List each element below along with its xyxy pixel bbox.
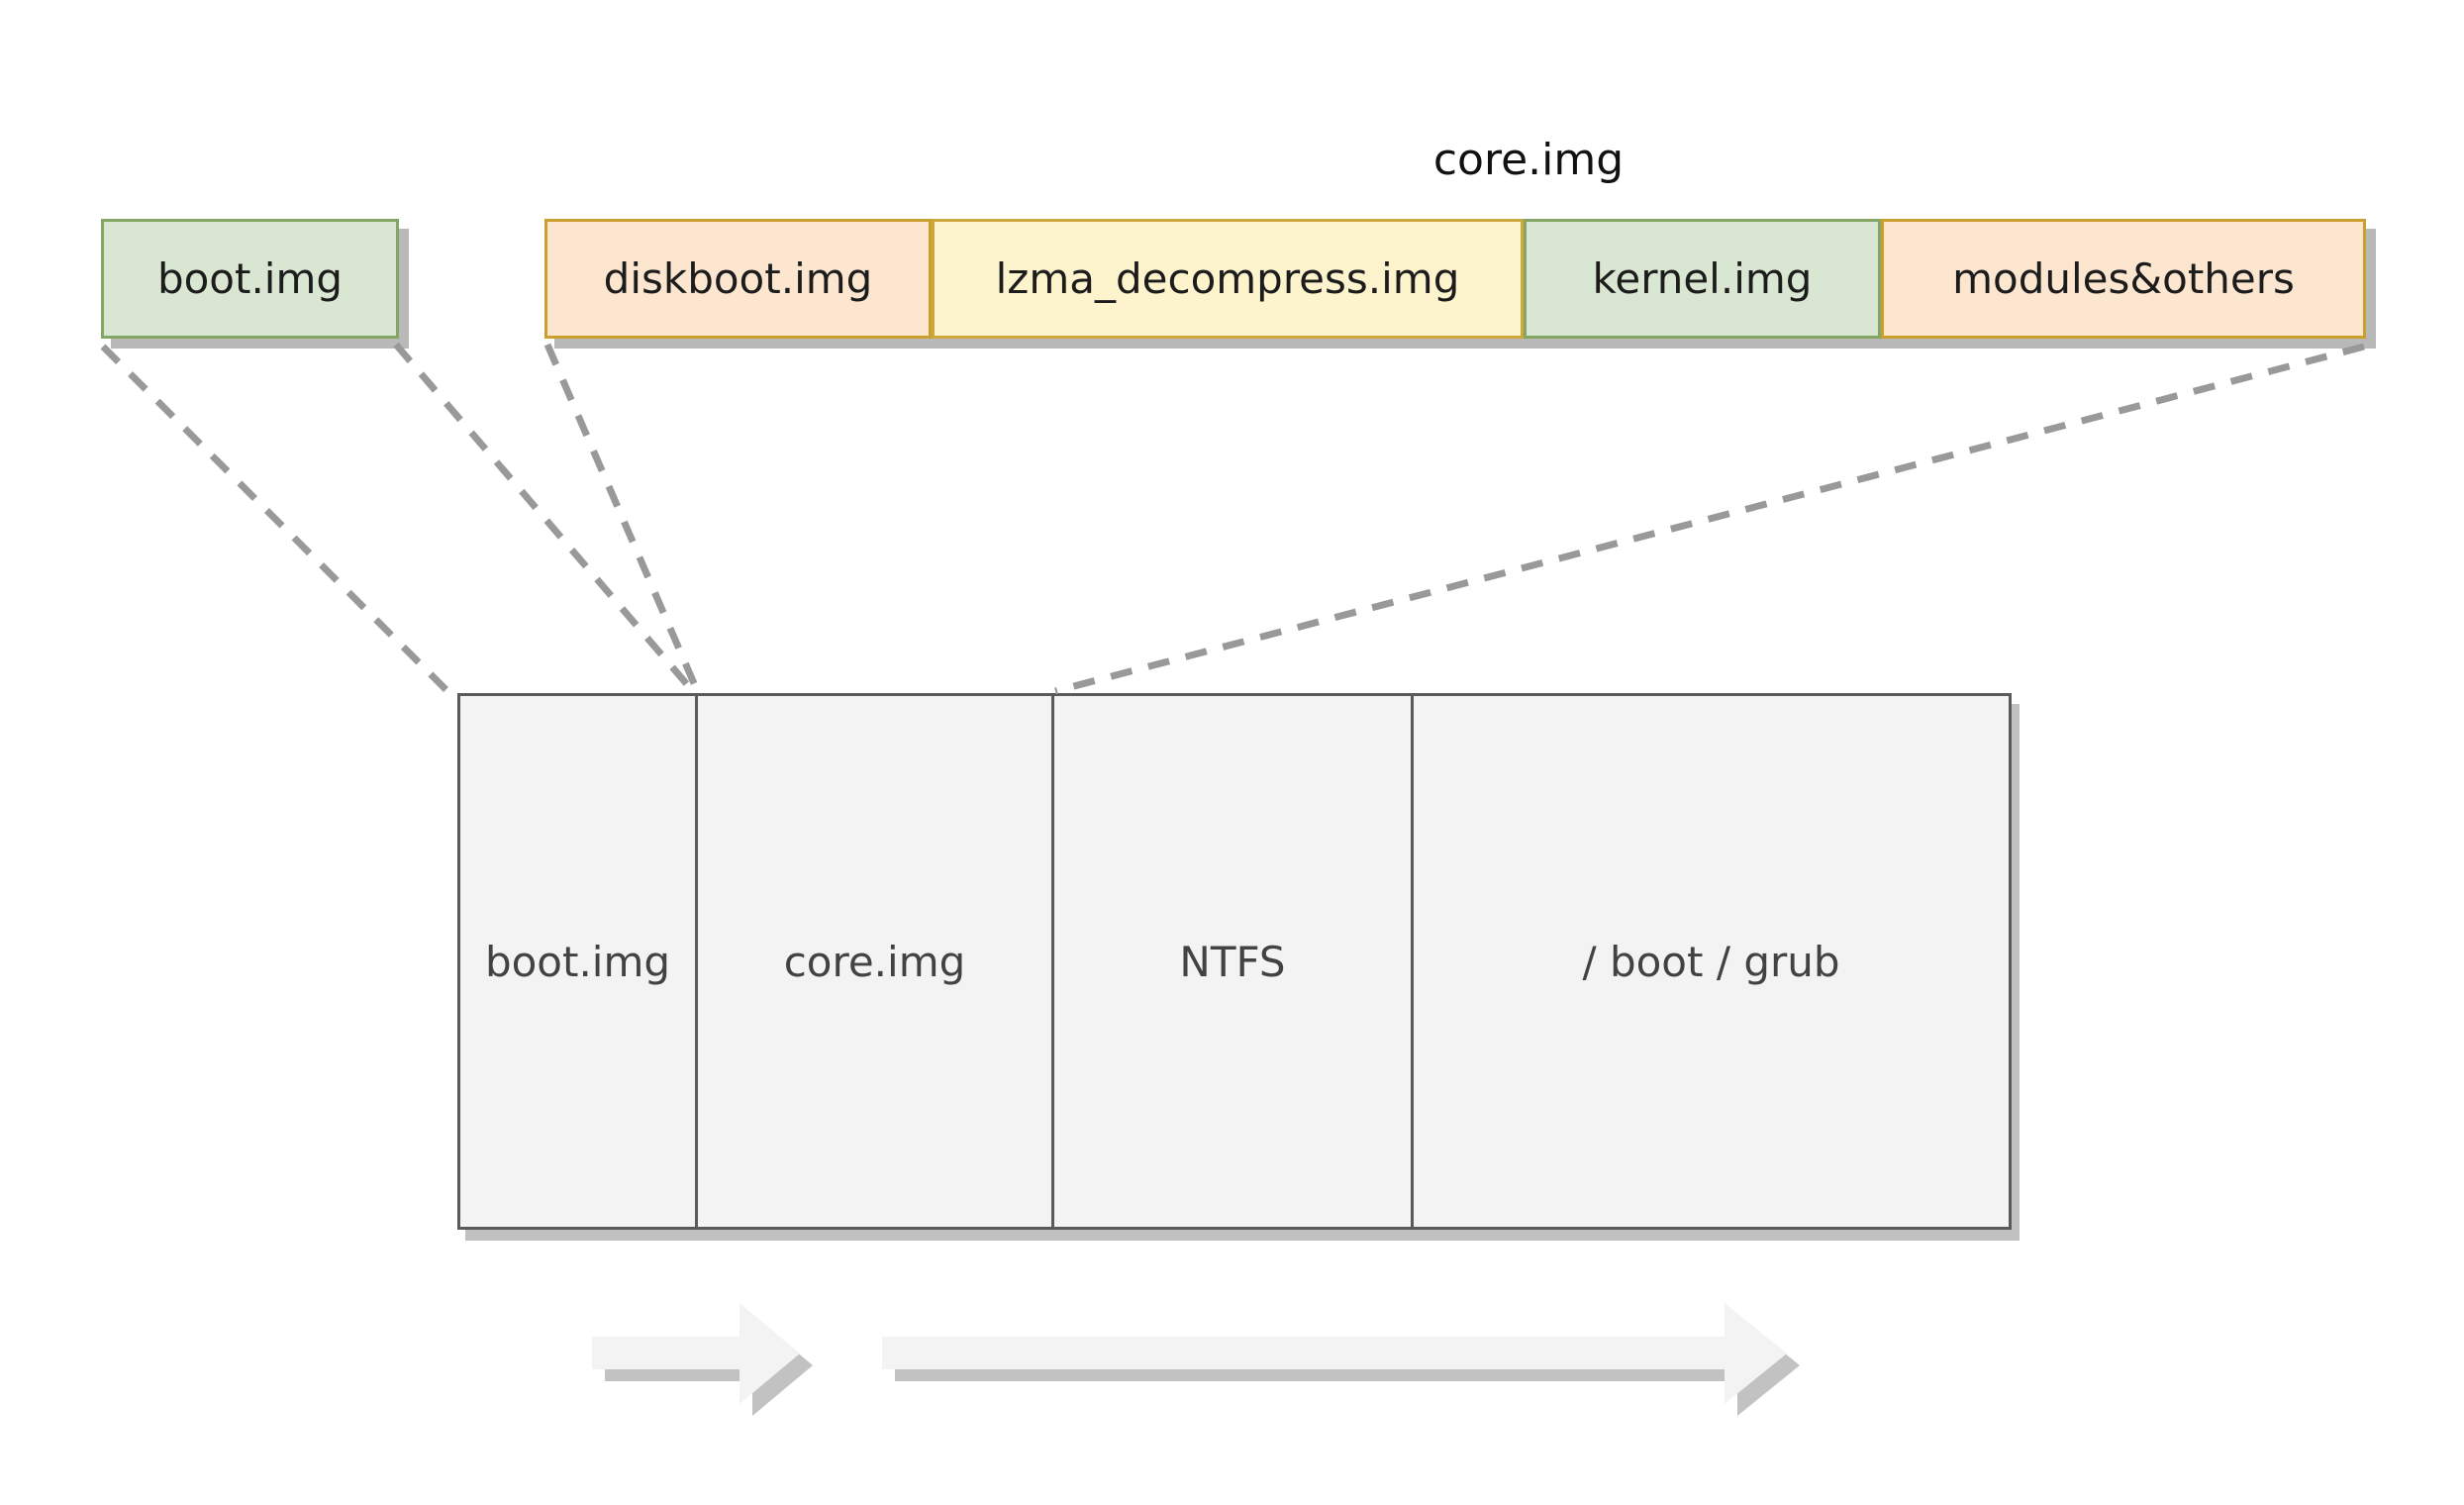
long-right-arrow-icon: [882, 1303, 1787, 1404]
disk-layout: boot.img core.img NTFS / boot / grub: [457, 693, 2012, 1230]
segment-diskboot-img-label: diskboot.img: [603, 254, 873, 303]
core-img-label: core.img: [1432, 135, 1625, 185]
long-right-arrow-shadow: [895, 1315, 1800, 1416]
disk-section-boot-img: boot.img: [460, 696, 695, 1227]
disk-section-ntfs-label: NTFS: [1179, 937, 1286, 986]
disk-section-core-img: core.img: [695, 696, 1051, 1227]
boot-img-box-label: boot.img: [156, 254, 344, 303]
disk-section-boot-grub-label: / boot / grub: [1582, 937, 1840, 986]
connector-core-right-line: [1054, 343, 2365, 695]
segment-kernel-img-label: kernel.img: [1592, 254, 1813, 303]
short-right-arrow-icon: [592, 1303, 800, 1404]
disk-section-boot-grub: / boot / grub: [1411, 696, 2009, 1227]
segment-diskboot-img: diskboot.img: [544, 219, 932, 339]
boot-img-box: boot.img: [101, 219, 399, 339]
connector-core-left-line: [543, 343, 701, 692]
connector-boot-left-line: [100, 344, 450, 694]
segment-kernel-img: kernel.img: [1524, 219, 1881, 339]
segment-modules-others-label: modules&others: [1952, 254, 2295, 303]
disk-section-core-img-label: core.img: [783, 937, 966, 986]
disk-section-ntfs: NTFS: [1051, 696, 1411, 1227]
short-right-arrow-shadow: [605, 1315, 813, 1416]
segment-lzma-decompress-img-label: lzma_decompress.img: [995, 254, 1460, 303]
connector-boot-right-line: [393, 342, 695, 693]
disk-section-boot-img-label: boot.img: [484, 937, 671, 986]
segment-lzma-decompress-img: lzma_decompress.img: [932, 219, 1524, 339]
segment-modules-others: modules&others: [1881, 219, 2366, 339]
